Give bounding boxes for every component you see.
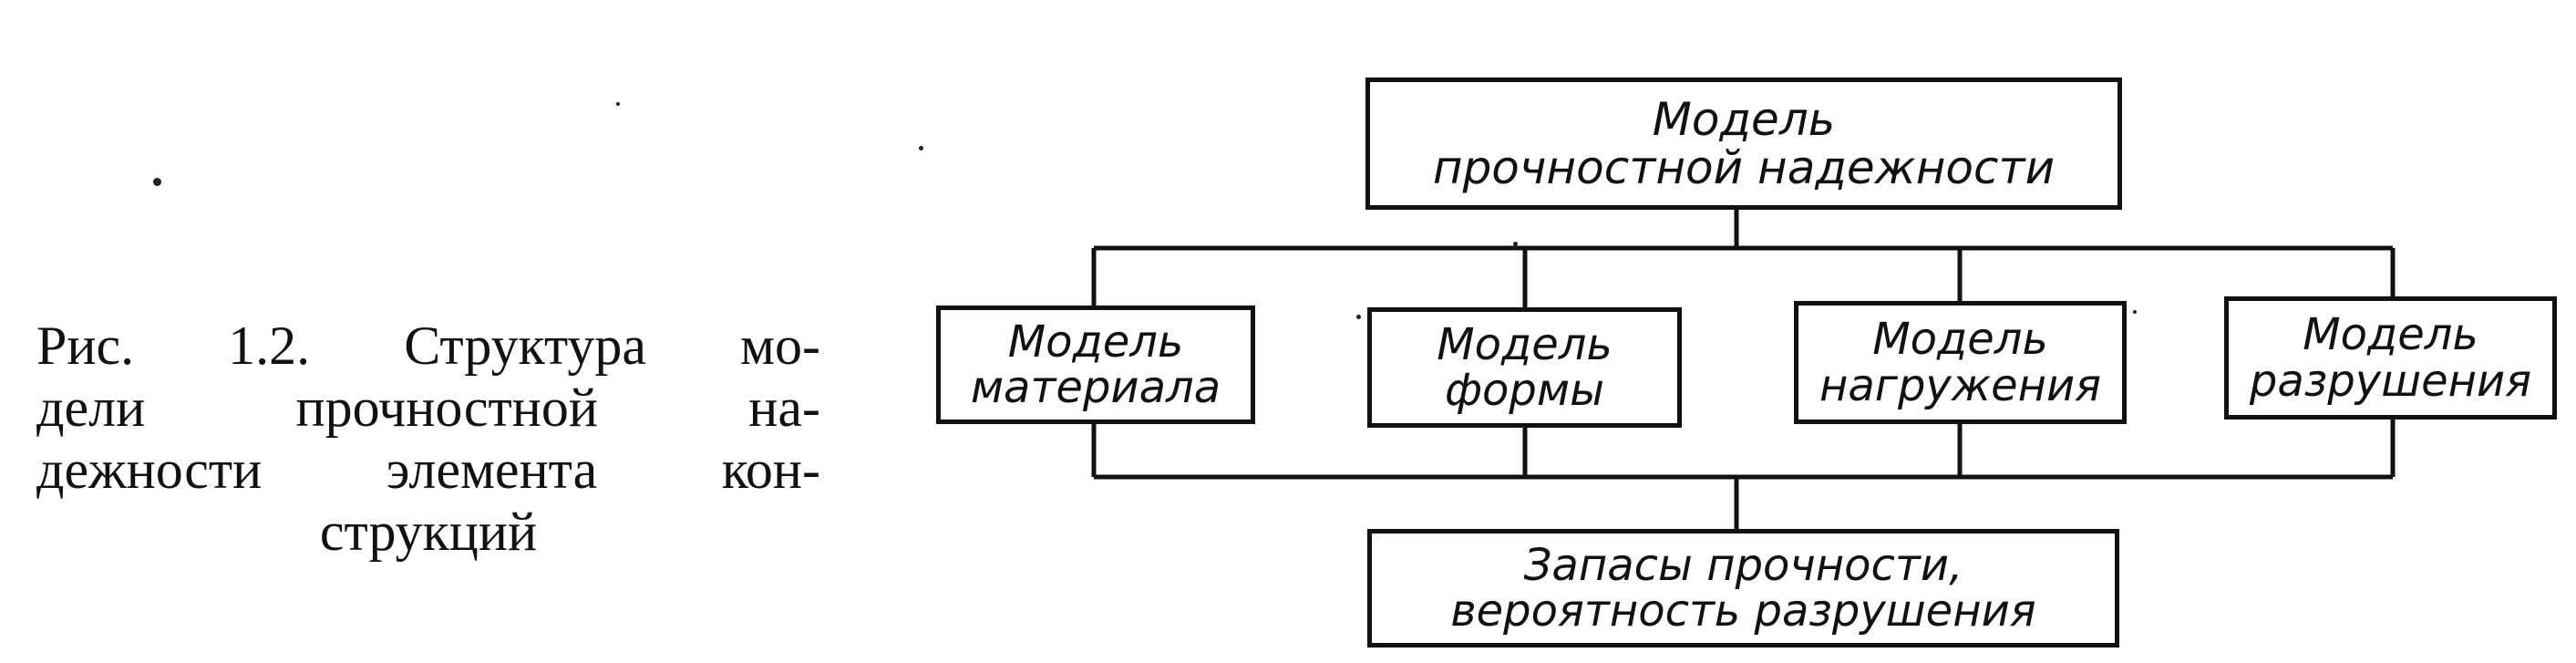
box-material-line-1: Модель [1007,316,1184,368]
box-failure-model: Модель разрушения [2224,296,2557,420]
box-top-line-2: прочностной надежности [1432,140,2056,194]
box-material-line-2: материала [970,362,1221,413]
scan-speck [1513,242,1518,246]
box-failure-line-2: разрушения [2249,355,2532,407]
scan-speck [616,102,620,106]
box-loading-line-2: нагружения [1819,359,2102,411]
caption-line-1: Рис. 1.2. Структура мо- [36,316,820,376]
box-loading-model: Модель нагружения [1794,301,2127,424]
box-bottom-line-1: Запасы прочности, [1523,539,1963,591]
scan-speck [1356,315,1361,319]
box-material-model: Модель материала [936,306,1255,424]
caption-line-3: дежности элемента кон- [36,440,820,500]
box-failure-line-1: Модель [2303,309,2478,361]
box-safety-margins-failure-probability: Запасы прочности, вероятность разрушения [1367,529,2119,647]
box-strength-reliability-model: Модель прочностной надежности [1365,78,2122,210]
box-form-model: Модель формы [1367,307,1682,428]
box-bottom-line-2: вероятность разрушения [1450,585,2036,637]
figure-caption: Рис. 1.2. Структура мо- дели прочностной… [36,315,820,563]
scan-speck [153,178,161,186]
box-form-line-1: Модель [1437,318,1613,370]
scan-speck [2133,310,2137,314]
caption-line-4: струкций [319,502,538,562]
box-form-line-2: формы [1445,365,1604,416]
box-loading-line-1: Модель [1872,314,2048,366]
box-top-line-1: Модель [1652,93,1836,146]
caption-line-2: дели прочностной на- [36,378,820,438]
scan-speck [919,146,923,150]
